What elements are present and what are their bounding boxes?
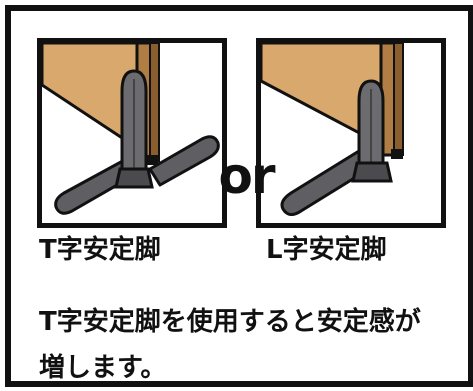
l-stand-caption: L字安定脚 bbox=[266, 235, 387, 265]
t-stand-illustration bbox=[37, 38, 227, 228]
t-shaped-stand-foot-icon bbox=[42, 43, 220, 215]
l-shaped-stand-foot-icon bbox=[261, 43, 404, 216]
stability-note-line-1: T字安定脚を使用すると安定感が bbox=[39, 307, 421, 337]
stability-note-line-2: 増します。 bbox=[39, 353, 167, 383]
t-stand-caption: T字安定脚 bbox=[39, 235, 161, 265]
l-stand-illustration bbox=[256, 38, 446, 228]
info-card: or T字安定脚 L字安定脚 T字安定脚を使用すると安定感が 増します。 bbox=[5, 5, 473, 387]
stability-note: T字安定脚を使用すると安定感が 増します。 bbox=[39, 299, 459, 391]
or-connector-text: or bbox=[218, 147, 275, 205]
